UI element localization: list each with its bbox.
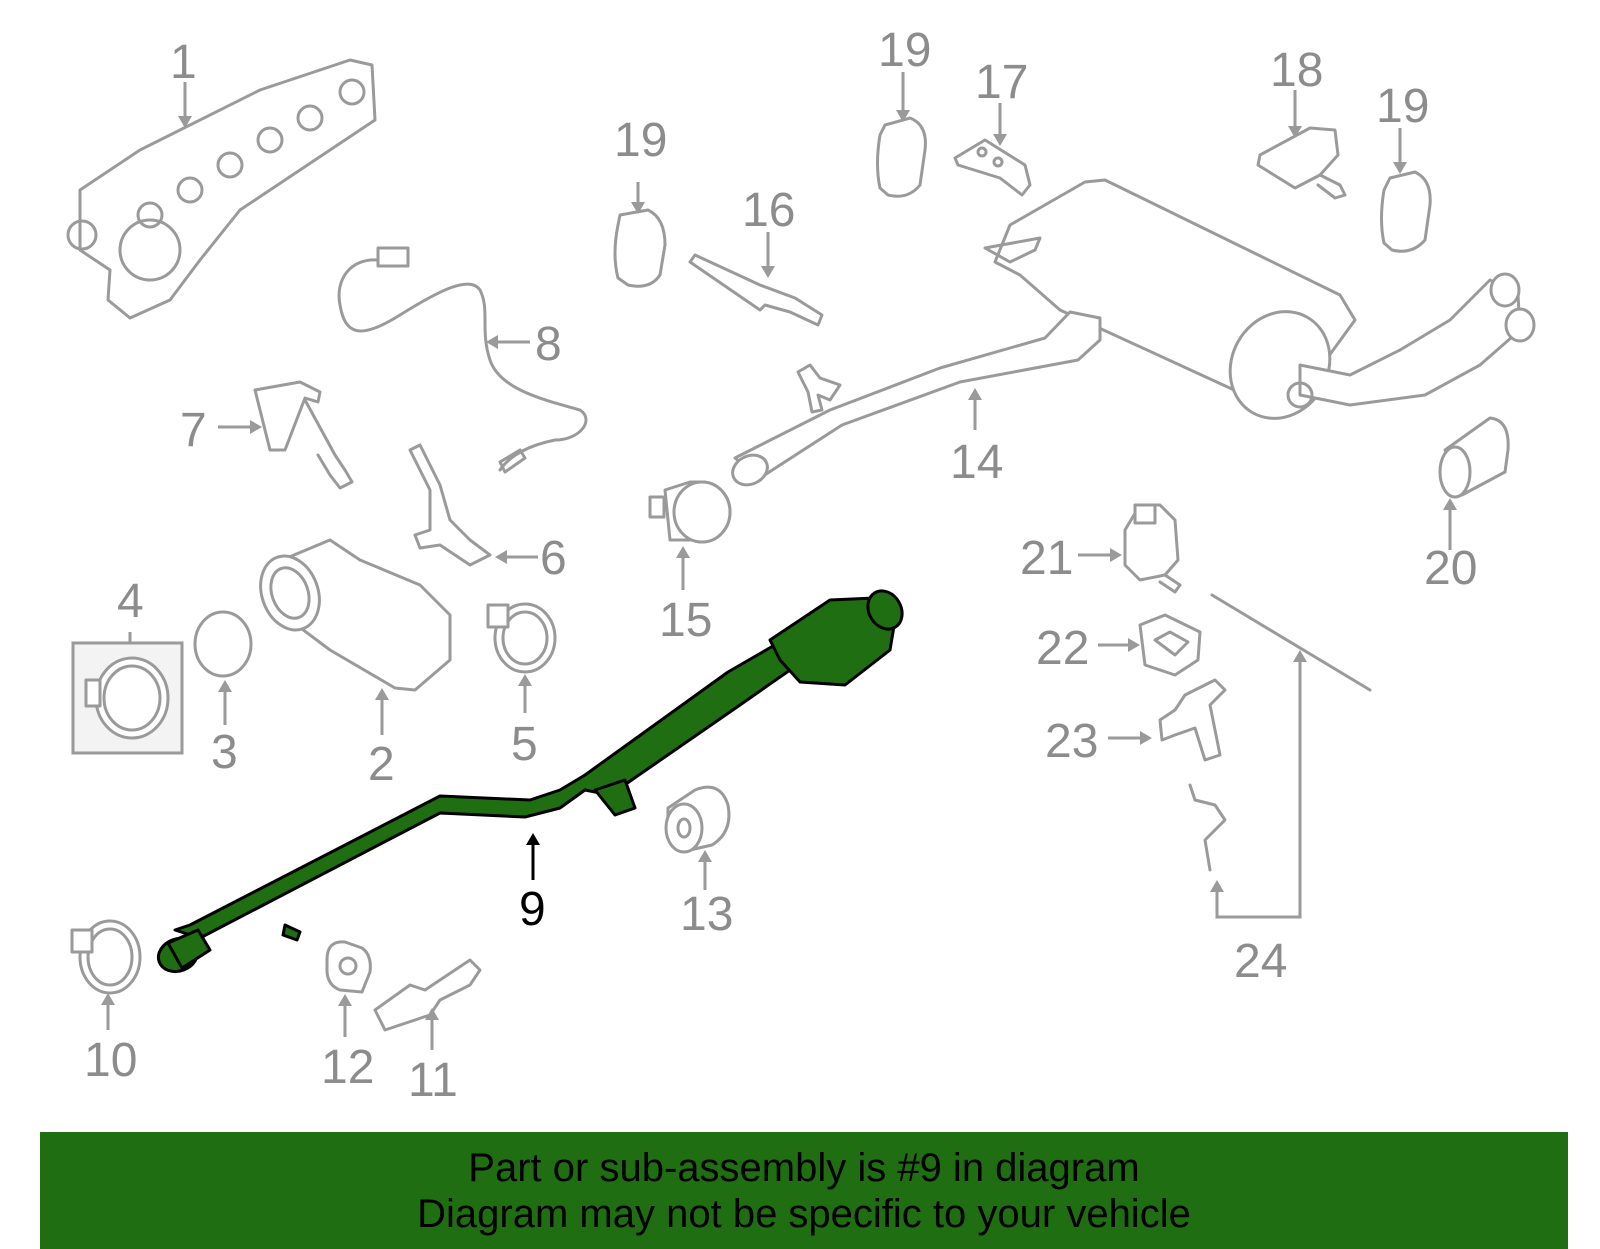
callout-13-arrowhead (698, 850, 712, 862)
callout-23-arrowhead (1140, 731, 1152, 745)
part-19-insulator-middle[interactable] (876, 116, 927, 198)
callout-13[interactable]: 13 (680, 888, 733, 941)
callout-5-arrowhead (518, 674, 532, 686)
callout-19b-arrowhead (896, 110, 910, 122)
callout-24[interactable]: 24 (1234, 935, 1287, 988)
info-banner: Part or sub-assembly is #9 in diagram Di… (40, 1132, 1568, 1249)
callout-6[interactable]: 6 (540, 532, 567, 585)
callout-15-arrowhead (676, 546, 690, 558)
part-23-bracket[interactable] (1158, 678, 1227, 762)
part-14-muffler-assembly[interactable] (728, 178, 1536, 490)
callout-20[interactable]: 20 (1424, 542, 1477, 595)
part-3-gasket[interactable] (193, 610, 253, 678)
callout-15[interactable]: 15 (659, 594, 712, 647)
callout-16[interactable]: 16 (742, 184, 795, 237)
callout-19a[interactable]: 19 (614, 114, 667, 167)
callout-2-arrowhead (375, 688, 389, 700)
callout-7[interactable]: 7 (180, 404, 207, 457)
callout-4[interactable]: 4 (117, 575, 144, 628)
part-5-clamp[interactable] (486, 602, 557, 674)
part-19-insulator-left[interactable] (613, 208, 667, 288)
callout-6-arrowhead (495, 550, 507, 564)
banner-line-1: Part or sub-assembly is #9 in diagram (468, 1145, 1140, 1190)
part-17-bracket[interactable] (953, 138, 1032, 197)
callout-20-arrowhead (1443, 498, 1457, 510)
part-24-vacuum-hose[interactable] (1188, 593, 1372, 872)
callout-9[interactable]: 9 (519, 883, 546, 936)
callout-8[interactable]: 8 (535, 318, 562, 371)
callout-24-arrowhead-a (1293, 650, 1307, 662)
callout-3-arrowhead (218, 680, 232, 692)
part-15-clamp[interactable] (648, 480, 732, 544)
callout-11-arrowhead (425, 1008, 439, 1020)
callout-22[interactable]: 22 (1036, 622, 1089, 675)
banner-line-2: Diagram may not be specific to your vehi… (417, 1191, 1191, 1236)
callout-19a-arrowhead (631, 202, 645, 214)
part-12-hanger[interactable] (325, 940, 372, 994)
callout-8-arrowhead (486, 335, 498, 349)
part-9-intermediate-pipe[interactable] (154, 585, 909, 977)
callout-16-arrowhead (761, 266, 775, 278)
callout-18[interactable]: 18 (1270, 44, 1323, 97)
callout-21[interactable]: 21 (1020, 532, 1073, 585)
callout-10[interactable]: 10 (84, 1034, 137, 1087)
callout-12[interactable]: 12 (321, 1041, 374, 1094)
callout-14-arrowhead (968, 388, 982, 400)
callout-12-arrowhead (338, 994, 352, 1006)
callout-17[interactable]: 17 (975, 56, 1028, 109)
part-19-insulator-right[interactable] (1380, 170, 1432, 253)
callout-14[interactable]: 14 (950, 436, 1003, 489)
part-22-bracket[interactable] (1138, 613, 1202, 677)
callout-19c[interactable]: 19 (1376, 80, 1429, 133)
callout-21-arrowhead (1110, 548, 1122, 562)
part-1-manifold-turbo[interactable] (66, 58, 377, 320)
callout-3[interactable]: 3 (211, 726, 238, 779)
callout-9-arrowhead (526, 833, 540, 845)
callout-5[interactable]: 5 (511, 718, 538, 771)
callout-11[interactable]: 11 (408, 1054, 458, 1107)
part-7-oxygen-sensor[interactable] (253, 380, 354, 490)
part-10-clamp[interactable] (70, 919, 142, 995)
part-6-bracket[interactable] (408, 443, 492, 567)
part-18-bracket[interactable] (1256, 126, 1347, 200)
callout-19b[interactable]: 19 (878, 24, 931, 77)
part-21-valve-actuator[interactable] (1123, 503, 1182, 594)
part-2-catalytic-converter[interactable] (251, 538, 452, 692)
callout-1[interactable]: 1 (170, 36, 197, 89)
part-11-heat-shield[interactable] (373, 958, 482, 1032)
callout-23[interactable]: 23 (1045, 715, 1098, 768)
part-13-insulator[interactable] (664, 785, 731, 854)
part-20-exhaust-tip[interactable] (1438, 416, 1510, 499)
callout-2[interactable]: 2 (368, 738, 395, 791)
callout-24-arrowhead-b (1210, 880, 1224, 892)
callout-22-arrowhead (1128, 638, 1140, 652)
callout-18-arrowhead (1288, 126, 1302, 138)
callout-19c-arrowhead (1393, 162, 1407, 174)
callout-1-arrowhead (178, 116, 192, 128)
callout-7-arrowhead (250, 420, 262, 434)
callout-10-arrowhead (101, 993, 115, 1005)
callout-17-arrowhead (993, 134, 1007, 146)
part-8-oxygen-sensor[interactable] (337, 246, 588, 474)
part-4-clamp-kit[interactable] (71, 641, 184, 755)
part-16-hanger-rod[interactable] (688, 253, 824, 327)
callout-24-leader (1215, 660, 1302, 919)
